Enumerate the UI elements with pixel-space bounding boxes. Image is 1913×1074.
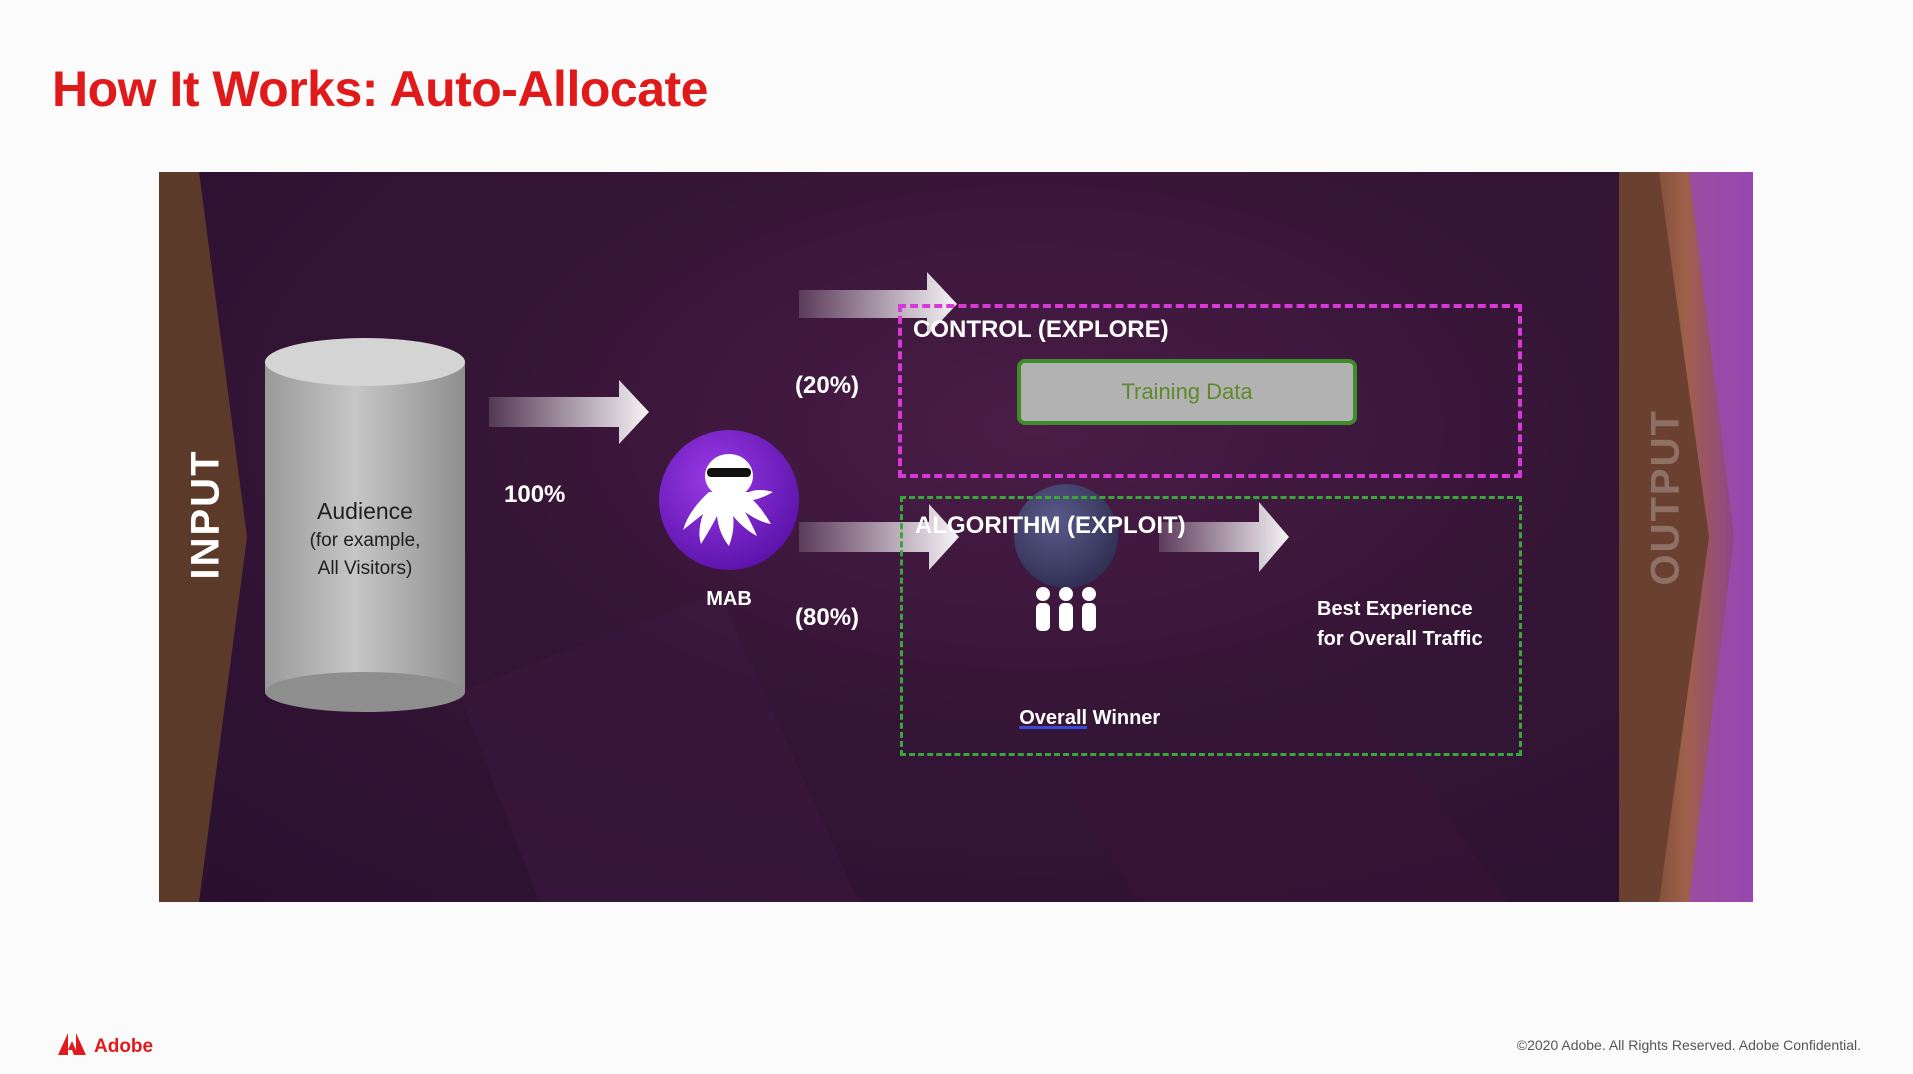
input-label: INPUT [183, 449, 228, 580]
winner-rest-text: Winner [1087, 707, 1161, 729]
control-percent: (20%) [795, 372, 860, 399]
diagram-background [159, 172, 1753, 902]
auto-allocate-diagram: INPUT OUTPUT Audience (for example, All … [159, 172, 1753, 902]
overall-winner-label: Overall Winner [997, 684, 1160, 753]
audience-subtitle-line2: All Visitors) [317, 558, 413, 579]
copyright-text: ©2020 Adobe. All Rights Reserved. Adobe … [1516, 1037, 1861, 1053]
slide-title: How It Works: Auto-Allocate [52, 61, 708, 117]
output-label: OUTPUT [1643, 409, 1688, 586]
adobe-brand-text: Adobe [94, 1035, 154, 1057]
control-explore-box [898, 304, 1522, 478]
algorithm-title: ALGORITHM (EXPLOIT) [915, 512, 1186, 539]
algorithm-percent: (80%) [795, 604, 860, 631]
mab-label: MAB [706, 588, 752, 610]
octopus-icon [659, 430, 799, 570]
audience-subtitle-line1: (for example, [309, 530, 421, 551]
audience-title: Audience [317, 498, 413, 524]
result-line2: for Overall Traffic [1317, 628, 1483, 650]
control-title: CONTROL (EXPLORE) [913, 316, 1169, 343]
training-data-label: Training Data [1121, 379, 1253, 404]
result-line1: Best Experience [1317, 598, 1473, 620]
algorithm-exploit-box [900, 496, 1522, 756]
people-group-icon [1027, 584, 1105, 640]
training-data-box: Training Data [1017, 359, 1357, 425]
adobe-brand: Adobe [58, 1033, 153, 1060]
adobe-logo-icon [58, 1033, 86, 1060]
arrow-100-label: 100% [504, 481, 566, 508]
winner-bold-text: Overall [1019, 707, 1088, 729]
